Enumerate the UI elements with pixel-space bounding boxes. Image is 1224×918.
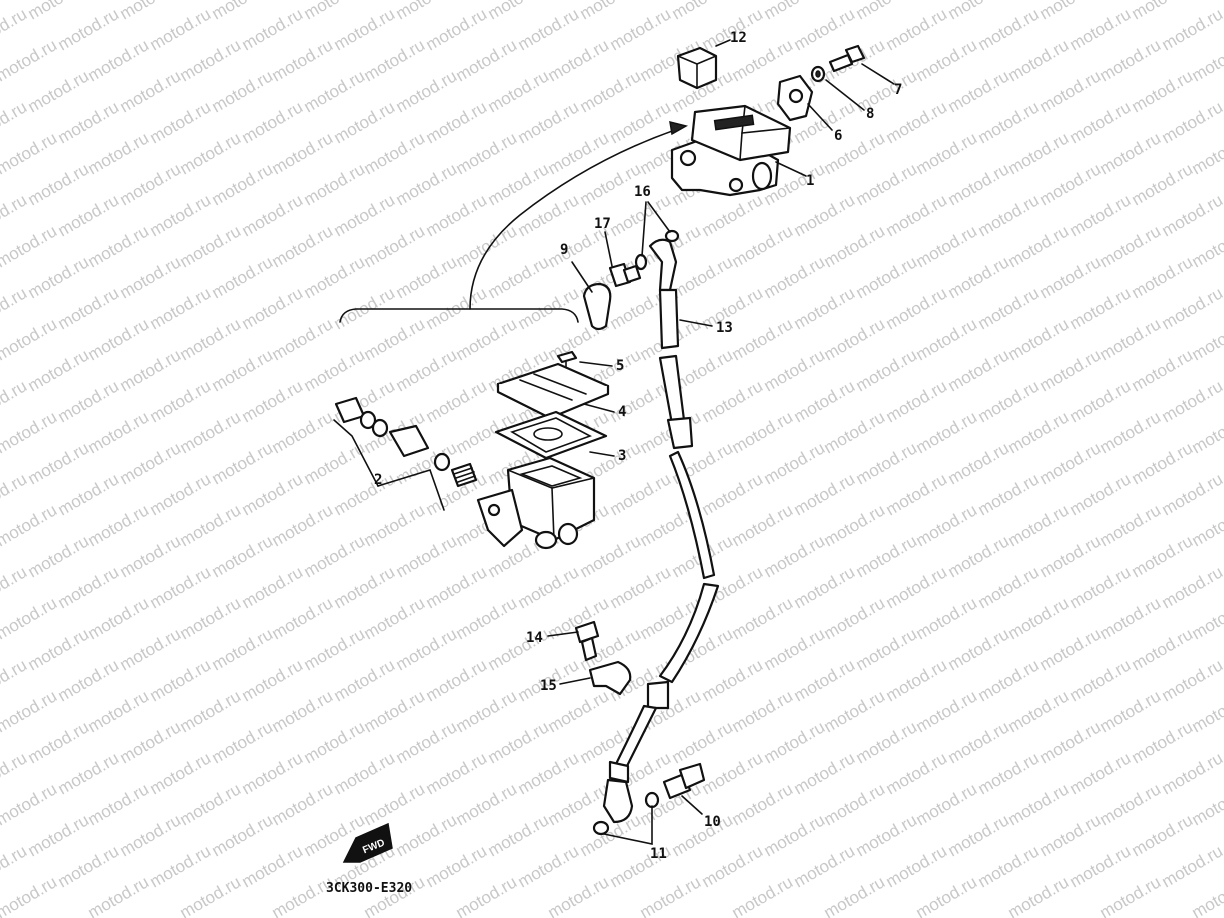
copper-washers-11	[592, 791, 660, 836]
piston-kit-2	[333, 396, 478, 511]
diagram-code: 3CK300-E320	[326, 881, 412, 896]
callout-5: 5	[616, 358, 624, 374]
leader-lines	[547, 39, 895, 845]
boot-part	[676, 46, 718, 90]
cap-part	[582, 282, 612, 331]
callout-8: 8	[866, 106, 874, 122]
callout-15: 15	[540, 678, 557, 694]
callout-2: 2	[374, 472, 382, 488]
union-bolt-17	[608, 262, 642, 288]
callout-7: 7	[894, 82, 902, 98]
reservoir-cover-4	[496, 362, 610, 420]
callout-1: 1	[806, 173, 814, 189]
bolt-14	[574, 620, 600, 662]
callout-6: 6	[834, 128, 842, 144]
callout-9: 9	[560, 242, 568, 258]
banjo-bolt-10	[662, 762, 706, 800]
diaphragm-3	[494, 410, 608, 460]
callout-11: 11	[650, 846, 667, 862]
washer-8	[810, 65, 826, 83]
fwd-arrow-icon: FWD	[342, 822, 393, 863]
brake-hose	[602, 238, 720, 824]
callout-12: 12	[730, 30, 747, 46]
copper-washers-16	[634, 229, 680, 271]
callout-13: 13	[716, 320, 733, 336]
master-cylinder-body	[476, 456, 596, 550]
callout-labels: 1 2 3 4 5 6 7 8 9 10 11 12 13 14 15 16 1…	[374, 30, 902, 862]
bolt-7	[828, 44, 866, 73]
detail-bracket	[339, 120, 688, 323]
callout-17: 17	[594, 216, 611, 232]
callout-10: 10	[704, 814, 721, 830]
hose-guide-15	[588, 660, 632, 696]
callout-14: 14	[526, 630, 543, 646]
holder-part	[776, 74, 814, 122]
callout-16: 16	[634, 184, 651, 200]
master-cylinder-assembly	[670, 104, 792, 197]
callout-4: 4	[618, 404, 626, 420]
callout-3: 3	[618, 448, 626, 464]
